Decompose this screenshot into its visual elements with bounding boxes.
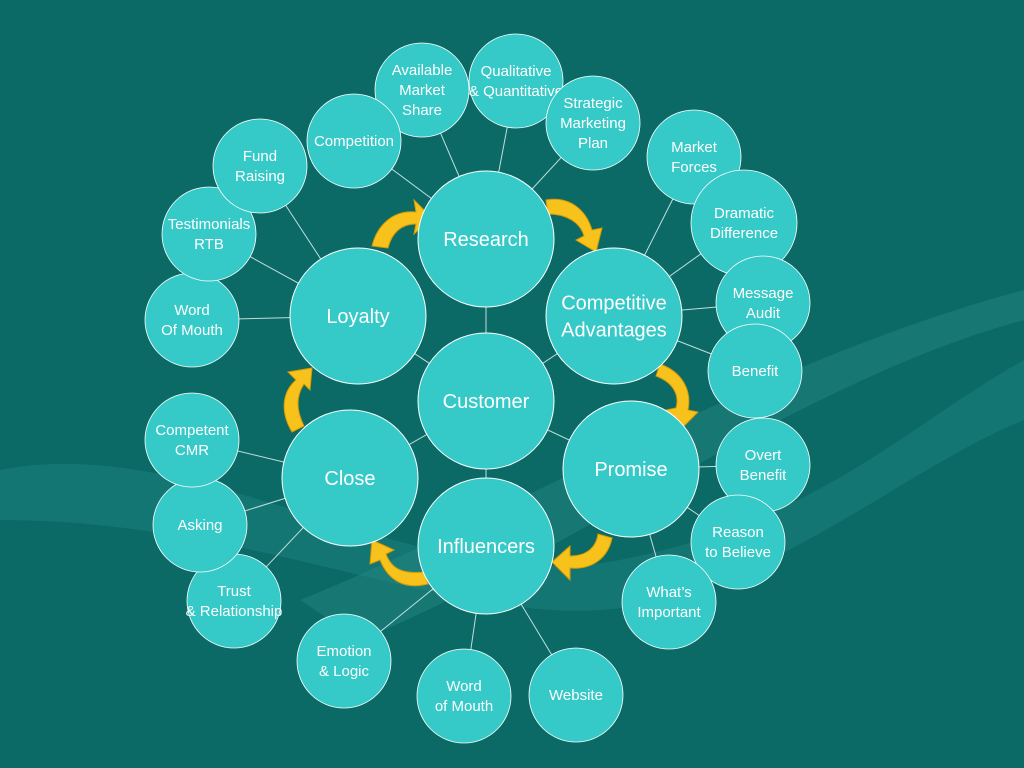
node-trust-relationship: Trust & Relationship (186, 553, 283, 649)
node-website: Website (528, 647, 624, 743)
node-label-word-of-mouth-loyalty-line-1: Of Mouth (161, 322, 223, 339)
node-influencers: Influencers (417, 477, 555, 615)
node-asking: Asking (152, 477, 248, 573)
node-label-whats-important-line-0: What’s (646, 584, 692, 601)
node-label-asking-line-0: Asking (177, 517, 222, 534)
node-label-trust-relationship-line-0: Trust (217, 583, 251, 600)
node-label-fund-raising-line-0: Fund (243, 148, 277, 165)
node-loyalty: Loyalty (289, 247, 427, 385)
node-label-whats-important-line-1: Important (637, 604, 701, 621)
node-label-competitive-advantages-line-1: Advantages (561, 320, 667, 342)
node-circle-loyalty (289, 247, 427, 385)
node-label-message-audit-line-0: Message (733, 285, 794, 302)
node-label-available-market-share-line-2: Share (402, 102, 442, 119)
arrow-close-to-loyalty (283, 367, 313, 433)
node-circle-competitive-advantages (545, 247, 683, 385)
node-benefit: Benefit (707, 323, 803, 419)
node-circle-customer (417, 332, 555, 470)
node-label-word-of-mouth-influencers-line-1: of Mouth (435, 698, 493, 715)
node-circle-competent-cmr (144, 392, 240, 488)
node-reason-to-believe: Reason to Believe (690, 494, 786, 590)
node-label-qualitative-quantitative-line-1: & Quantitative (469, 83, 563, 100)
node-circle-fund-raising (212, 118, 308, 214)
node-label-market-forces-line-1: Forces (671, 159, 717, 176)
node-label-word-of-mouth-influencers-line-0: Word (446, 678, 482, 695)
node-circle-testimonials-rtb (161, 186, 257, 282)
node-label-strategic-marketing-plan-line-0: Strategic (563, 95, 623, 112)
node-label-competitive-advantages-line-0: Competitive (561, 293, 667, 315)
arrow-research-to-competitive-advantages (545, 198, 603, 253)
node-label-promise-line-0: Promise (594, 459, 667, 481)
node-circle-close (281, 409, 419, 547)
cycle-arrows (283, 198, 700, 587)
node-competition: Competition (306, 93, 402, 189)
node-label-strategic-marketing-plan-line-1: Marketing (560, 115, 626, 132)
node-word-of-mouth-influencers: Word of Mouth (416, 648, 512, 744)
node-label-testimonials-rtb-line-0: Testimonials (168, 216, 251, 233)
node-label-loyalty-line-0: Loyalty (326, 306, 389, 328)
arrow-promise-to-influencers (551, 533, 613, 582)
node-label-market-forces-line-0: Market (671, 139, 718, 156)
node-label-benefit-line-0: Benefit (732, 363, 780, 380)
node-circle-word-of-mouth-loyalty (144, 272, 240, 368)
node-research: Research (417, 170, 555, 308)
node-label-research-line-0: Research (443, 229, 529, 251)
node-label-testimonials-rtb-line-1: RTB (194, 236, 224, 253)
node-circle-emotion-logic (296, 613, 392, 709)
node-label-customer-line-0: Customer (443, 391, 530, 413)
node-label-competition-line-0: Competition (314, 133, 394, 150)
node-label-dramatic-difference-line-0: Dramatic (714, 205, 775, 222)
node-close: Close (281, 409, 419, 547)
node-label-competent-cmr-line-1: CMR (175, 442, 209, 459)
node-promise: Promise (562, 400, 700, 538)
node-circle-strategic-marketing-plan (545, 75, 641, 171)
node-label-available-market-share-line-1: Market (399, 82, 446, 99)
node-label-overt-benefit-line-0: Overt (745, 447, 783, 464)
node-circle-reason-to-believe (690, 494, 786, 590)
node-circle-competition (306, 93, 402, 189)
node-circle-promise (562, 400, 700, 538)
node-circle-word-of-mouth-influencers (416, 648, 512, 744)
node-circle-whats-important (621, 554, 717, 650)
node-label-emotion-logic-line-1: & Logic (319, 663, 370, 680)
node-emotion-logic: Emotion & Logic (296, 613, 392, 709)
node-label-message-audit-line-1: Audit (746, 305, 781, 322)
node-label-available-market-share-line-0: Available (392, 62, 453, 79)
node-label-reason-to-believe-line-1: to Believe (705, 544, 771, 561)
node-word-of-mouth-loyalty: Word Of Mouth (144, 272, 240, 368)
node-label-emotion-logic-line-0: Emotion (316, 643, 371, 660)
node-label-reason-to-believe-line-0: Reason (712, 524, 764, 541)
node-circle-website (528, 647, 624, 743)
node-label-close-line-0: Close (324, 468, 375, 490)
node-label-trust-relationship-line-1: & Relationship (186, 603, 283, 620)
node-label-influencers-line-0: Influencers (437, 536, 535, 558)
node-label-dramatic-difference-line-1: Difference (710, 225, 778, 242)
node-label-word-of-mouth-loyalty-line-0: Word (174, 302, 210, 319)
node-label-overt-benefit-line-1: Benefit (740, 467, 788, 484)
node-label-fund-raising-line-1: Raising (235, 168, 285, 185)
node-label-website-line-0: Website (549, 687, 603, 704)
node-label-qualitative-quantitative-line-0: Qualitative (481, 63, 552, 80)
node-label-competent-cmr-line-0: Competent (155, 422, 229, 439)
node-circle-benefit (707, 323, 803, 419)
node-qualitative-quantitative: Qualitative & Quantitative (468, 33, 564, 129)
node-circle-research (417, 170, 555, 308)
node-circle-available-market-share (374, 42, 470, 138)
node-circle-influencers (417, 477, 555, 615)
node-label-strategic-marketing-plan-line-2: Plan (578, 135, 608, 152)
node-circle-qualitative-quantitative (468, 33, 564, 129)
node-customer: Customer (417, 332, 555, 470)
